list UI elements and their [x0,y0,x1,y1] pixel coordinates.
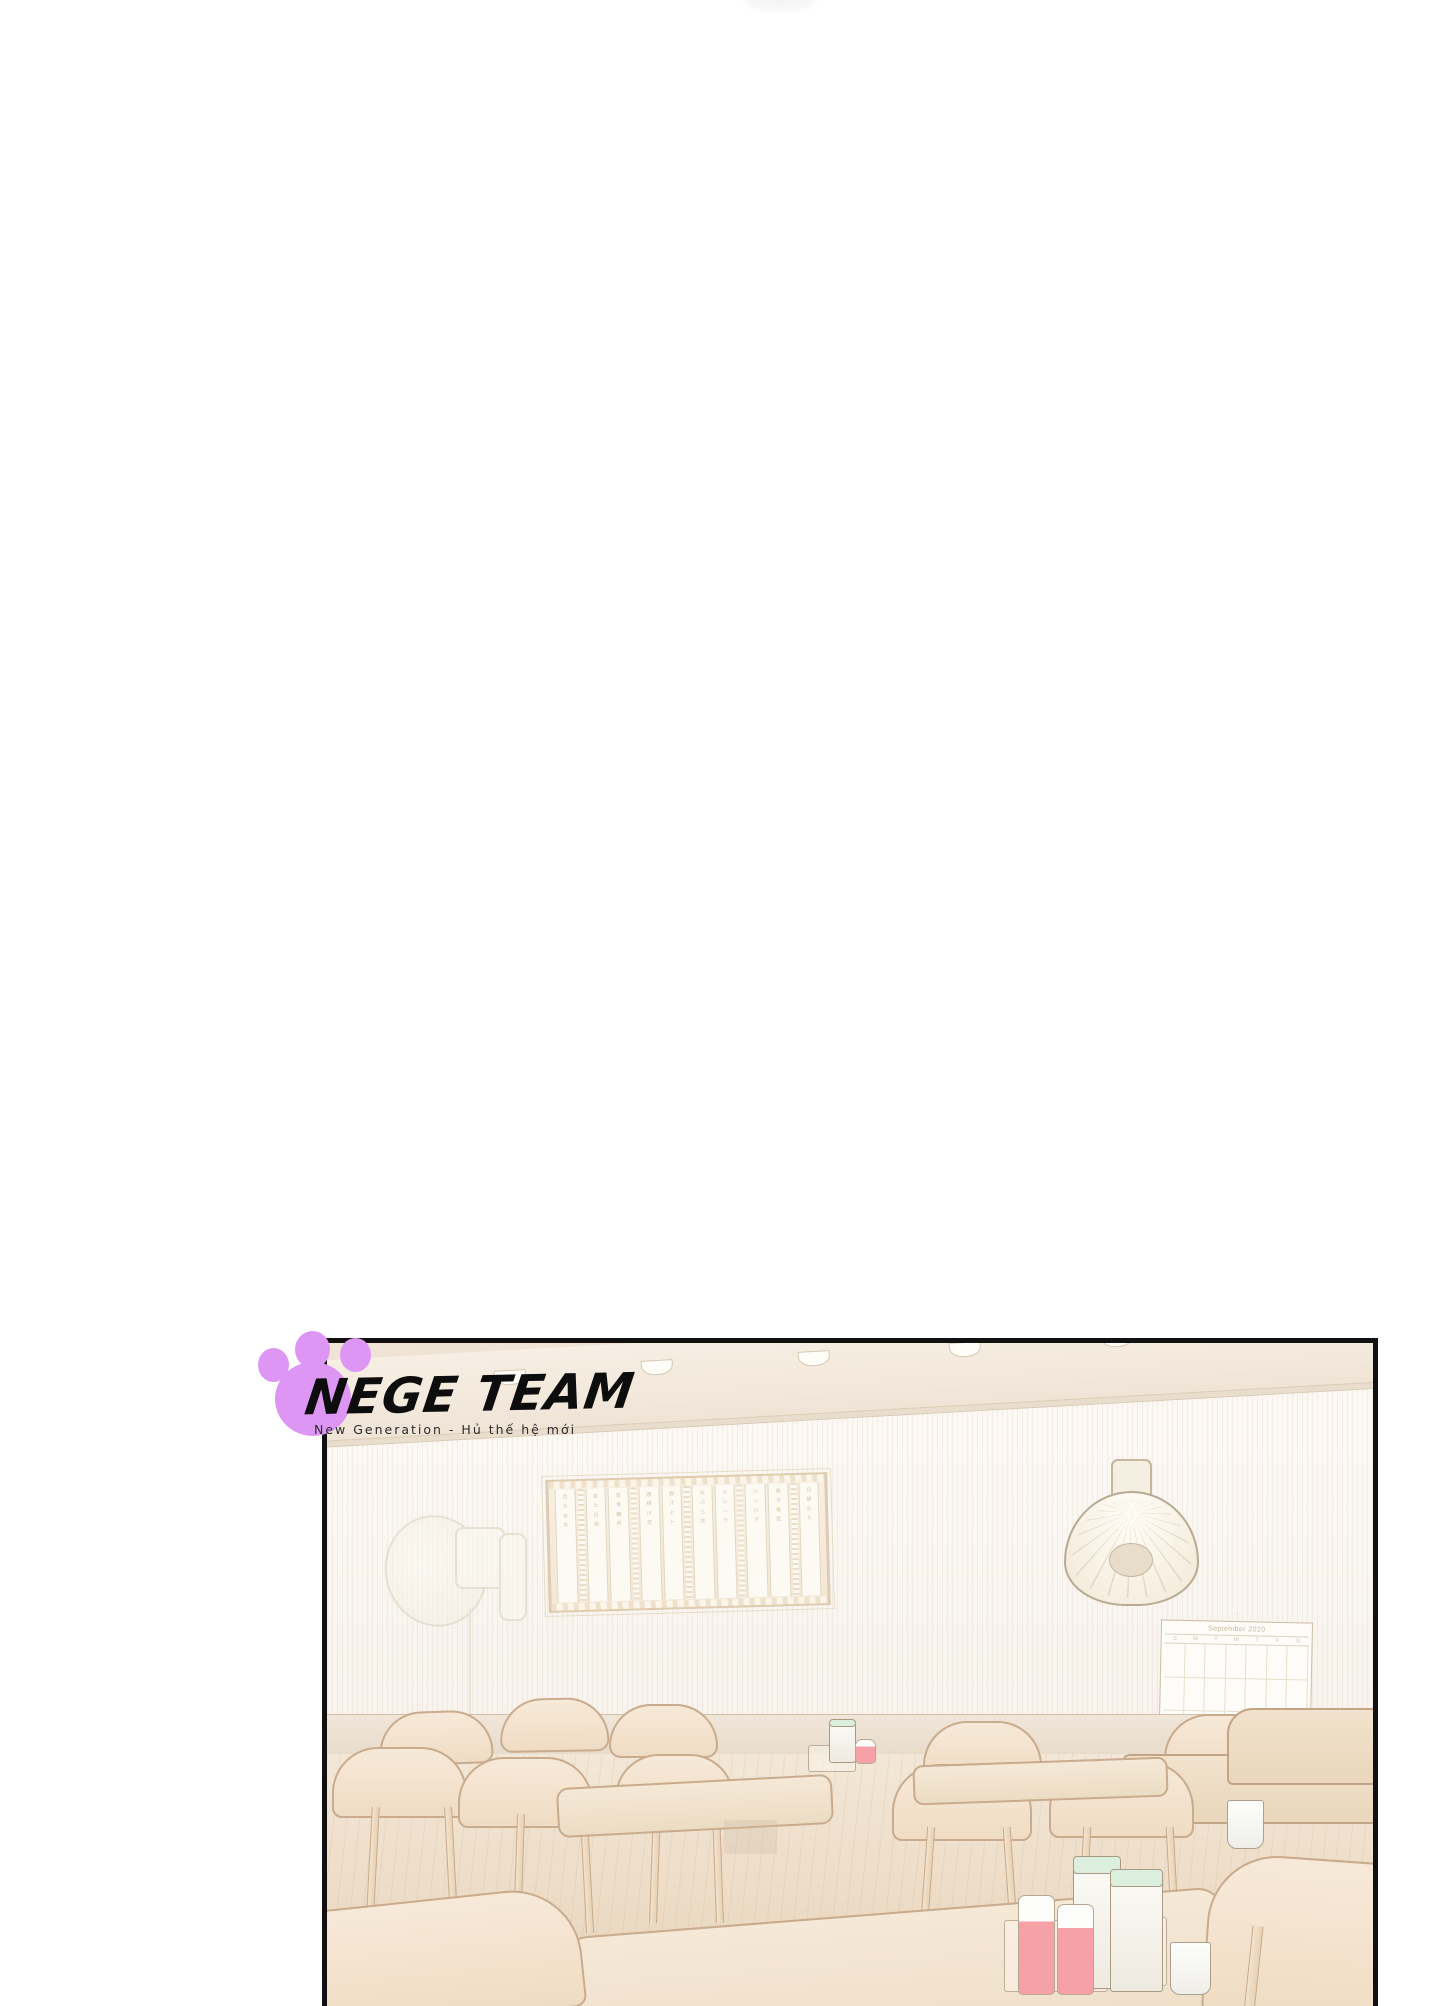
menu-column: カレーラ [713,1484,738,1598]
menu-divider [630,1487,640,1600]
fan-pole [468,1608,472,1769]
menu-column: 日替わり [797,1481,822,1596]
paper-cup [1226,1800,1265,1849]
chili-sauce-bottle [1018,1894,1055,1996]
calendar-day-header: W [1233,1637,1239,1644]
menu-divider [683,1485,693,1599]
menu-column: 金土日祝 [584,1487,609,1602]
calendar-day-header: F [1275,1638,1279,1645]
condiment-set [808,1718,881,1772]
paper-cup [1170,1942,1212,1996]
condiment-set [986,1847,1216,2006]
seasoning-tin [1110,1875,1163,1993]
chair [332,1747,467,1818]
menu-divider [576,1488,586,1602]
seasoning-tin-lid [828,1718,856,1727]
ketchup-bottle [1057,1904,1094,1996]
menu-board: 月火水木 金土日祝 定食麺丼 唐揚げ定 豚汁セト 天ぷら丼 カレーラ ハンバグ … [540,1467,835,1617]
previous-panel-edge [745,0,815,10]
restaurant-interior-panel: 月火水木 金土日祝 定食麺丼 唐揚げ定 豚汁セト 天ぷら丼 カレーラ ハンバグ … [322,1338,1378,2006]
seasoning-tin [828,1721,856,1764]
calendar-day-header: S [1295,1638,1300,1645]
fan-hub [1108,1543,1153,1578]
wall-fan-icon [1064,1456,1200,1606]
menu-column: 天ぷら丼 [691,1484,716,1599]
calendar-day-header: S [1172,1636,1177,1643]
menu-column: 唐揚げ定 [638,1486,662,1600]
furniture-shadow [724,1820,777,1854]
menu-column: 月火水木 [554,1488,578,1602]
menu-divider [736,1484,746,1597]
booth-back [1226,1707,1373,1785]
chair [609,1704,718,1759]
menu-column: 定食麺丼 [607,1487,632,1601]
chili-sauce-bottle [855,1738,877,1765]
calendar-day-header: T [1213,1637,1218,1644]
menu-column: 焼き魚定 [767,1482,791,1596]
fan-motor [455,1526,506,1590]
seasoning-tin-lid [1110,1869,1163,1888]
paw-toe [258,1348,289,1382]
calendar-day-header: T [1254,1637,1259,1644]
fan-wall-mount [498,1532,528,1622]
panel-artwork: 月火水木 金土日祝 定食麺丼 唐揚げ定 豚汁セト 天ぷら丼 カレーラ ハンバグ … [327,1343,1373,2006]
menu-column: 豚汁セト [660,1485,685,1599]
menu-divider [789,1482,799,1596]
wall-fan-icon [372,1489,528,1769]
calendar-day-header: M [1192,1636,1198,1643]
seasoning-tin-lid [1073,1856,1122,1875]
menu-column: ハンバグ [744,1483,769,1597]
